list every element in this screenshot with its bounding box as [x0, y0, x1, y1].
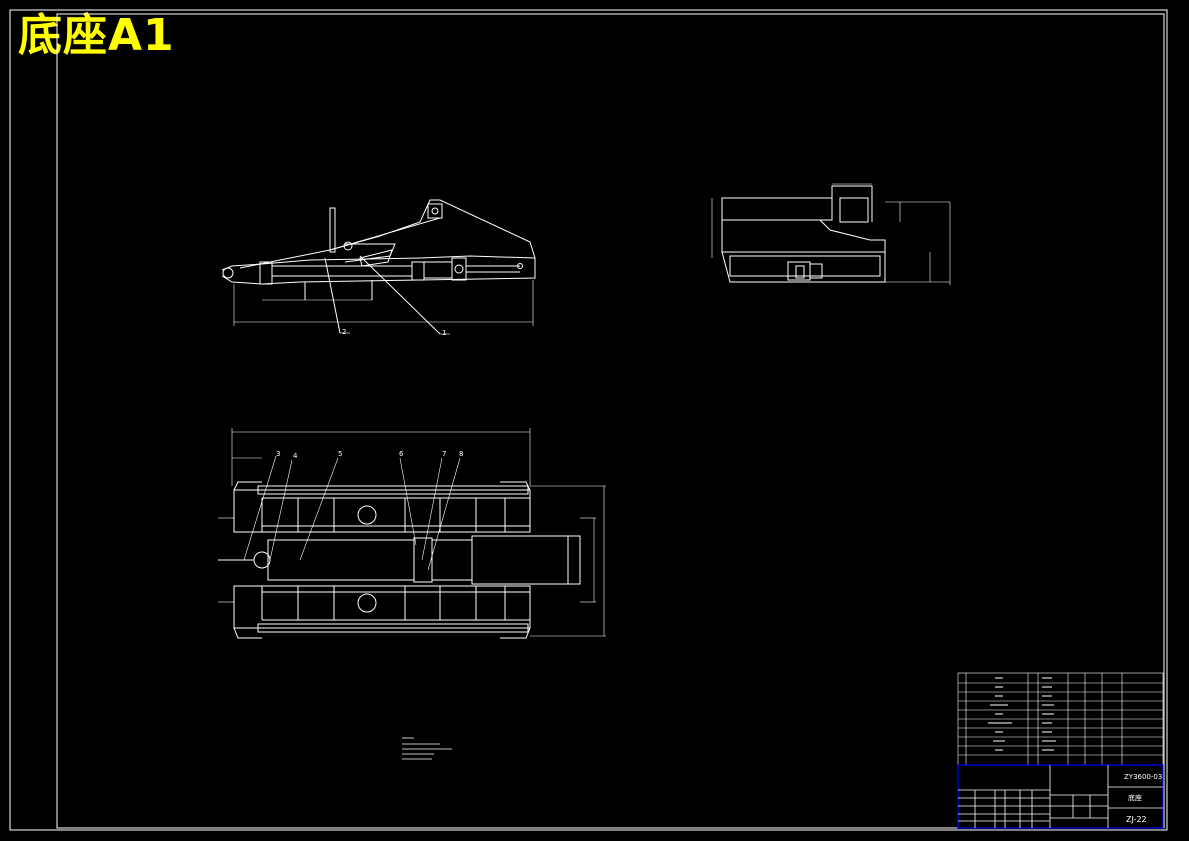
balloon-1: 1 — [442, 329, 446, 337]
outer-border — [9, 9, 1168, 831]
part-name: 底座 — [1128, 793, 1142, 802]
plan-view-dimensions — [218, 428, 606, 637]
end-view — [721, 185, 886, 283]
front-view — [221, 199, 536, 335]
balloon-7: 7 — [442, 450, 446, 458]
title-block — [957, 764, 1164, 829]
balloon-8: 8 — [459, 450, 463, 458]
balloon-5: 5 — [338, 450, 342, 458]
inner-frame — [56, 13, 1165, 829]
parts-list — [957, 672, 1164, 766]
balloon-2: 2 — [342, 328, 346, 336]
parts-list-entries — [988, 677, 1056, 751]
sheet-title: 底座A1 — [18, 10, 175, 61]
front-view-dimensions — [233, 280, 534, 335]
balloon-4: 4 — [293, 452, 298, 460]
technical-notes — [402, 737, 452, 760]
drawing-number: ZJ-22 — [1126, 815, 1147, 824]
end-view-dimensions — [711, 183, 951, 285]
balloon-3: 3 — [276, 450, 280, 458]
plan-view — [218, 481, 581, 639]
balloon-6: 6 — [399, 450, 404, 458]
drawing-code: ZY3600-03 — [1124, 773, 1162, 781]
